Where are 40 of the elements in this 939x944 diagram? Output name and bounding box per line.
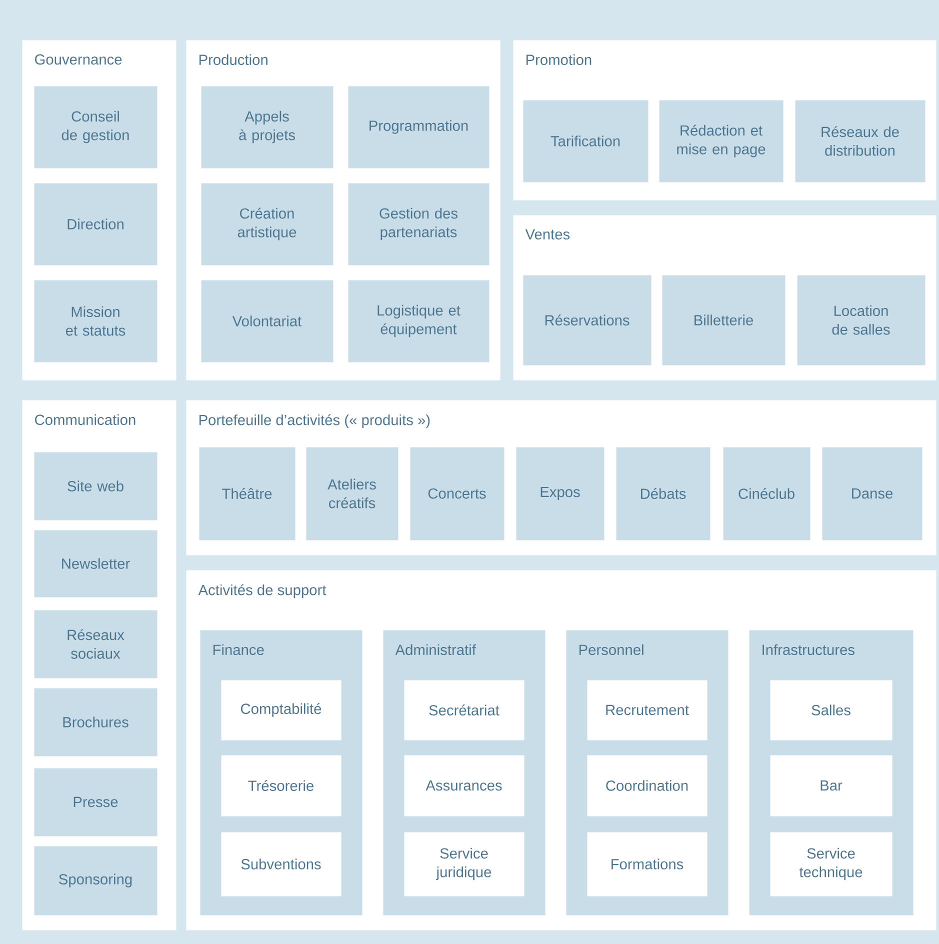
tile: Direction [34,183,158,266]
tile: Salles [770,680,892,740]
tile: Concerts [410,447,504,540]
tile: Théâtre [199,447,296,540]
tile: Programmation [348,86,490,168]
tile: Formations [587,832,708,896]
tile: Subventions [221,832,342,896]
tile: Trésorerie [221,755,342,816]
tile: Secrétariat [404,680,524,740]
tile: Presse [34,768,158,836]
tile: Tarification [523,100,648,182]
tile: Rédaction et mise en page [659,100,784,182]
tile: Mission et statuts [34,280,158,362]
tile: Service technique [770,832,892,896]
tile: Recrutement [587,680,708,740]
tile: Conseil de gestion [34,86,158,168]
tile: Location de salles [797,275,926,366]
tile: Création artistique [201,183,334,266]
tile: Logistique et équipement [348,280,490,362]
tile: Brochures [34,688,158,756]
tile: Expos [516,447,604,540]
tile: Ateliers créatifs [306,447,398,540]
tile: Réservations [523,275,652,366]
tile: Volontariat [201,280,334,362]
tile: Assurances [404,755,524,816]
tile: Réseaux de distribution [795,100,926,182]
tile: Billetterie [662,275,786,366]
tile: Appels à projets [201,86,334,168]
tile: Service juridique [404,832,524,896]
tile: Newsletter [34,530,158,598]
tile: Bar [770,755,892,816]
tile: Sponsoring [34,846,158,916]
tile: Cinéclub [723,447,810,540]
tile: Débats [616,447,710,540]
tile: Coordination [587,755,708,816]
tile: Réseaux sociaux [34,610,158,678]
tile: Site web [34,452,158,520]
tile: Comptabilité [221,680,342,740]
tile: Gestion des partenariats [348,183,490,266]
tile: Danse [822,447,922,540]
